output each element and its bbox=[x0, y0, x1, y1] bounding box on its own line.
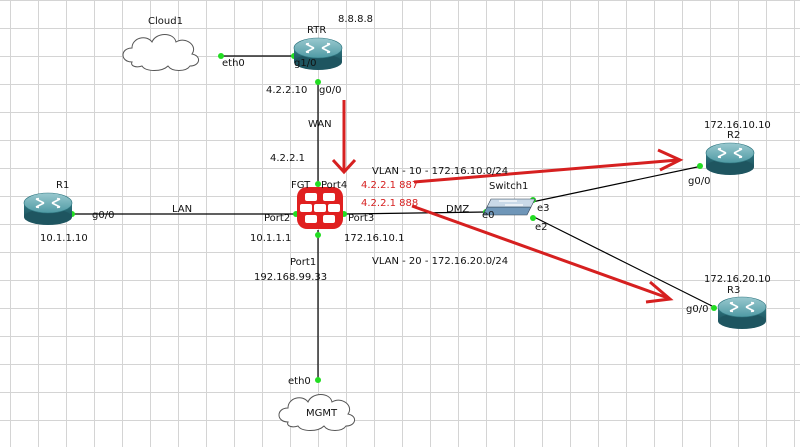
dot-fgt-port4 bbox=[315, 181, 321, 187]
vlan20-label: VLAN - 20 - 172.16.20.0/24 bbox=[372, 256, 508, 267]
fgt-lan-ip-label: 10.1.1.1 bbox=[250, 233, 291, 244]
cloud1-eth0-label: eth0 bbox=[222, 58, 245, 69]
sw-e3-label: e3 bbox=[537, 203, 550, 214]
fgt-port4-label: Port4 bbox=[321, 180, 347, 191]
nat-888-annotation: 4.2.2.1 888 bbox=[361, 198, 418, 209]
r1-g0-0-label: g0/0 bbox=[92, 210, 114, 221]
dmz-link-label: DMZ bbox=[446, 204, 469, 215]
fgt-port2-label: Port2 bbox=[264, 213, 290, 224]
dot-rtr-g0-0 bbox=[315, 79, 321, 85]
fgt-port3-label: Port3 bbox=[348, 213, 374, 224]
rtr-g1-0-label: g1/0 bbox=[294, 58, 316, 69]
link-dmz bbox=[343, 211, 487, 215]
dot-sw-e2 bbox=[530, 215, 536, 221]
vlan10-label: VLAN - 10 - 172.16.10.0/24 bbox=[372, 166, 508, 177]
r3-g0-0-label: g0/0 bbox=[686, 304, 708, 315]
link-dots bbox=[69, 53, 717, 383]
arrow-to-r2 bbox=[413, 158, 679, 184]
rtr-label: RTR bbox=[307, 25, 326, 36]
arrowhead-to-r2 bbox=[657, 148, 684, 172]
fgt-label: FGT bbox=[291, 180, 311, 191]
nat-887-annotation: 4.2.2.1 887 bbox=[361, 180, 418, 191]
arrowhead-to-r3 bbox=[645, 280, 674, 304]
link-switch-r3 bbox=[531, 215, 717, 309]
mgmt-label: MGMT bbox=[306, 408, 338, 419]
mgmt-eth0-label: eth0 bbox=[288, 376, 311, 387]
cloud1-label: Cloud1 bbox=[148, 16, 183, 27]
arrowhead-wan-down bbox=[331, 158, 357, 175]
switch1-label: Switch1 bbox=[489, 181, 528, 192]
dot-mgmt-eth0 bbox=[315, 377, 321, 383]
arrow-to-r3 bbox=[411, 204, 669, 300]
dot-cloud1-eth0 bbox=[218, 53, 224, 59]
fortigate-firewall-icon[interactable] bbox=[297, 187, 343, 229]
sw-e2-label: e2 bbox=[535, 222, 548, 233]
dot-r2-g0-0 bbox=[697, 163, 703, 169]
annotation-arrows bbox=[331, 100, 684, 304]
lan-link-label: LAN bbox=[172, 204, 192, 215]
r1-ip-label: 10.1.1.10 bbox=[40, 233, 88, 244]
r3-router-icon[interactable] bbox=[717, 296, 767, 330]
switch1-icon[interactable] bbox=[482, 198, 536, 216]
links bbox=[72, 55, 717, 380]
sw-e0-label: e0 bbox=[482, 210, 495, 221]
r3-ip-label: 172.16.20.10 bbox=[704, 274, 771, 285]
fgt-port1-label: Port1 bbox=[290, 257, 316, 268]
dot-fgt-port1 bbox=[315, 232, 321, 238]
r1-router-icon[interactable] bbox=[23, 192, 73, 226]
link-switch-r2 bbox=[531, 165, 703, 203]
r2-label: R2 bbox=[727, 130, 740, 141]
fgt-mgmt-ip-label: 192.168.99.33 bbox=[254, 272, 327, 283]
wan-link-label: WAN bbox=[308, 119, 332, 130]
rtr-wan-ip-label: 4.2.2.10 bbox=[266, 85, 307, 96]
r2-router-icon[interactable] bbox=[705, 142, 755, 176]
r3-label: R3 bbox=[727, 285, 740, 296]
rtr-ip-label: 8.8.8.8 bbox=[338, 14, 373, 25]
fgt-wan-ip-label: 4.2.2.1 bbox=[270, 153, 305, 164]
rtr-g0-0-label: g0/0 bbox=[319, 85, 341, 96]
dot-r3-g0-0 bbox=[711, 305, 717, 311]
r2-ip-label: 172.16.10.10 bbox=[704, 120, 771, 131]
r2-g0-0-label: g0/0 bbox=[688, 176, 710, 187]
fgt-dmz-ip-label: 172.16.10.1 bbox=[344, 233, 404, 244]
cloud1-icon[interactable] bbox=[122, 34, 200, 71]
r1-label: R1 bbox=[56, 180, 69, 191]
